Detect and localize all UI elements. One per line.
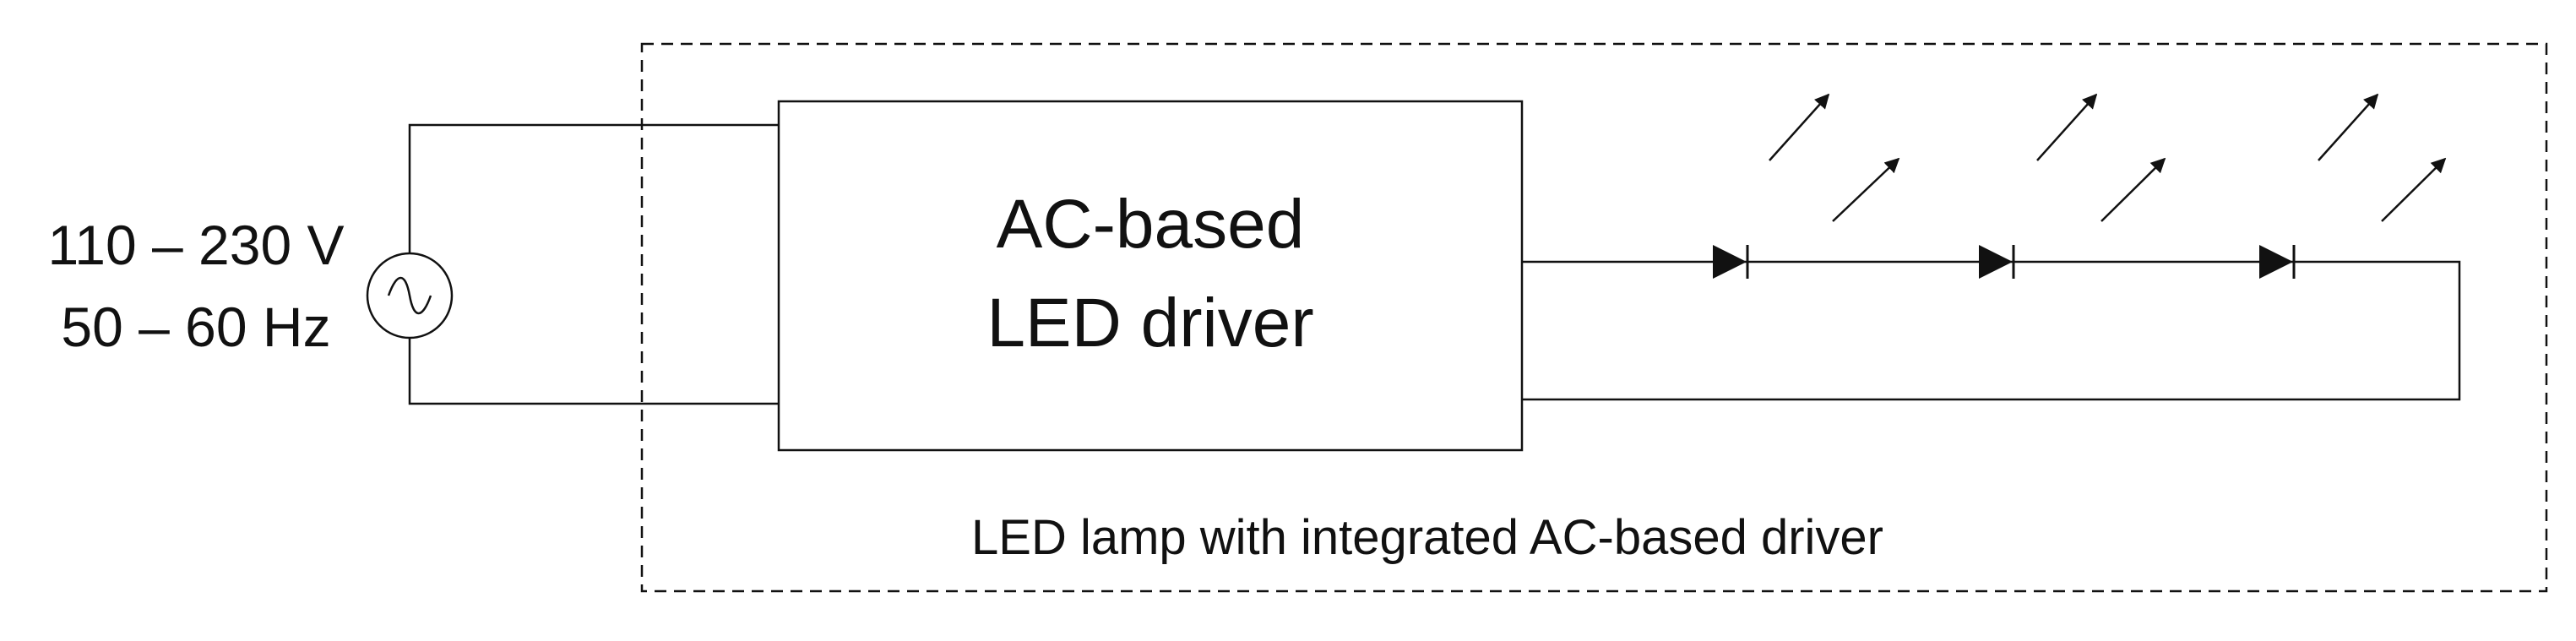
light-ray-icon — [1769, 93, 1830, 161]
led-string-wiring — [1522, 260, 2461, 401]
driver-label-line1: AC-based — [997, 186, 1305, 263]
lamp-caption: LED lamp with integrated AC-based driver — [971, 510, 1883, 565]
light-ray-icon — [2036, 93, 2098, 161]
led-driver-box — [777, 100, 1524, 452]
light-ray-icon — [2100, 157, 2166, 222]
supply-voltage-label: 110 – 230 V — [47, 214, 344, 276]
supply-wiring — [408, 123, 779, 405]
led-2 — [1979, 93, 2166, 279]
led-3 — [2259, 93, 2447, 279]
driver-label-line2: LED driver — [986, 285, 1313, 361]
lamp-enclosure — [640, 42, 2548, 593]
light-ray-icon — [2381, 157, 2447, 222]
light-ray-icon — [2318, 93, 2379, 161]
led-1 — [1713, 93, 1900, 279]
light-ray-icon — [1832, 157, 1900, 222]
ac-source-icon — [366, 252, 454, 340]
supply-frequency-label: 50 – 60 Hz — [61, 296, 330, 358]
